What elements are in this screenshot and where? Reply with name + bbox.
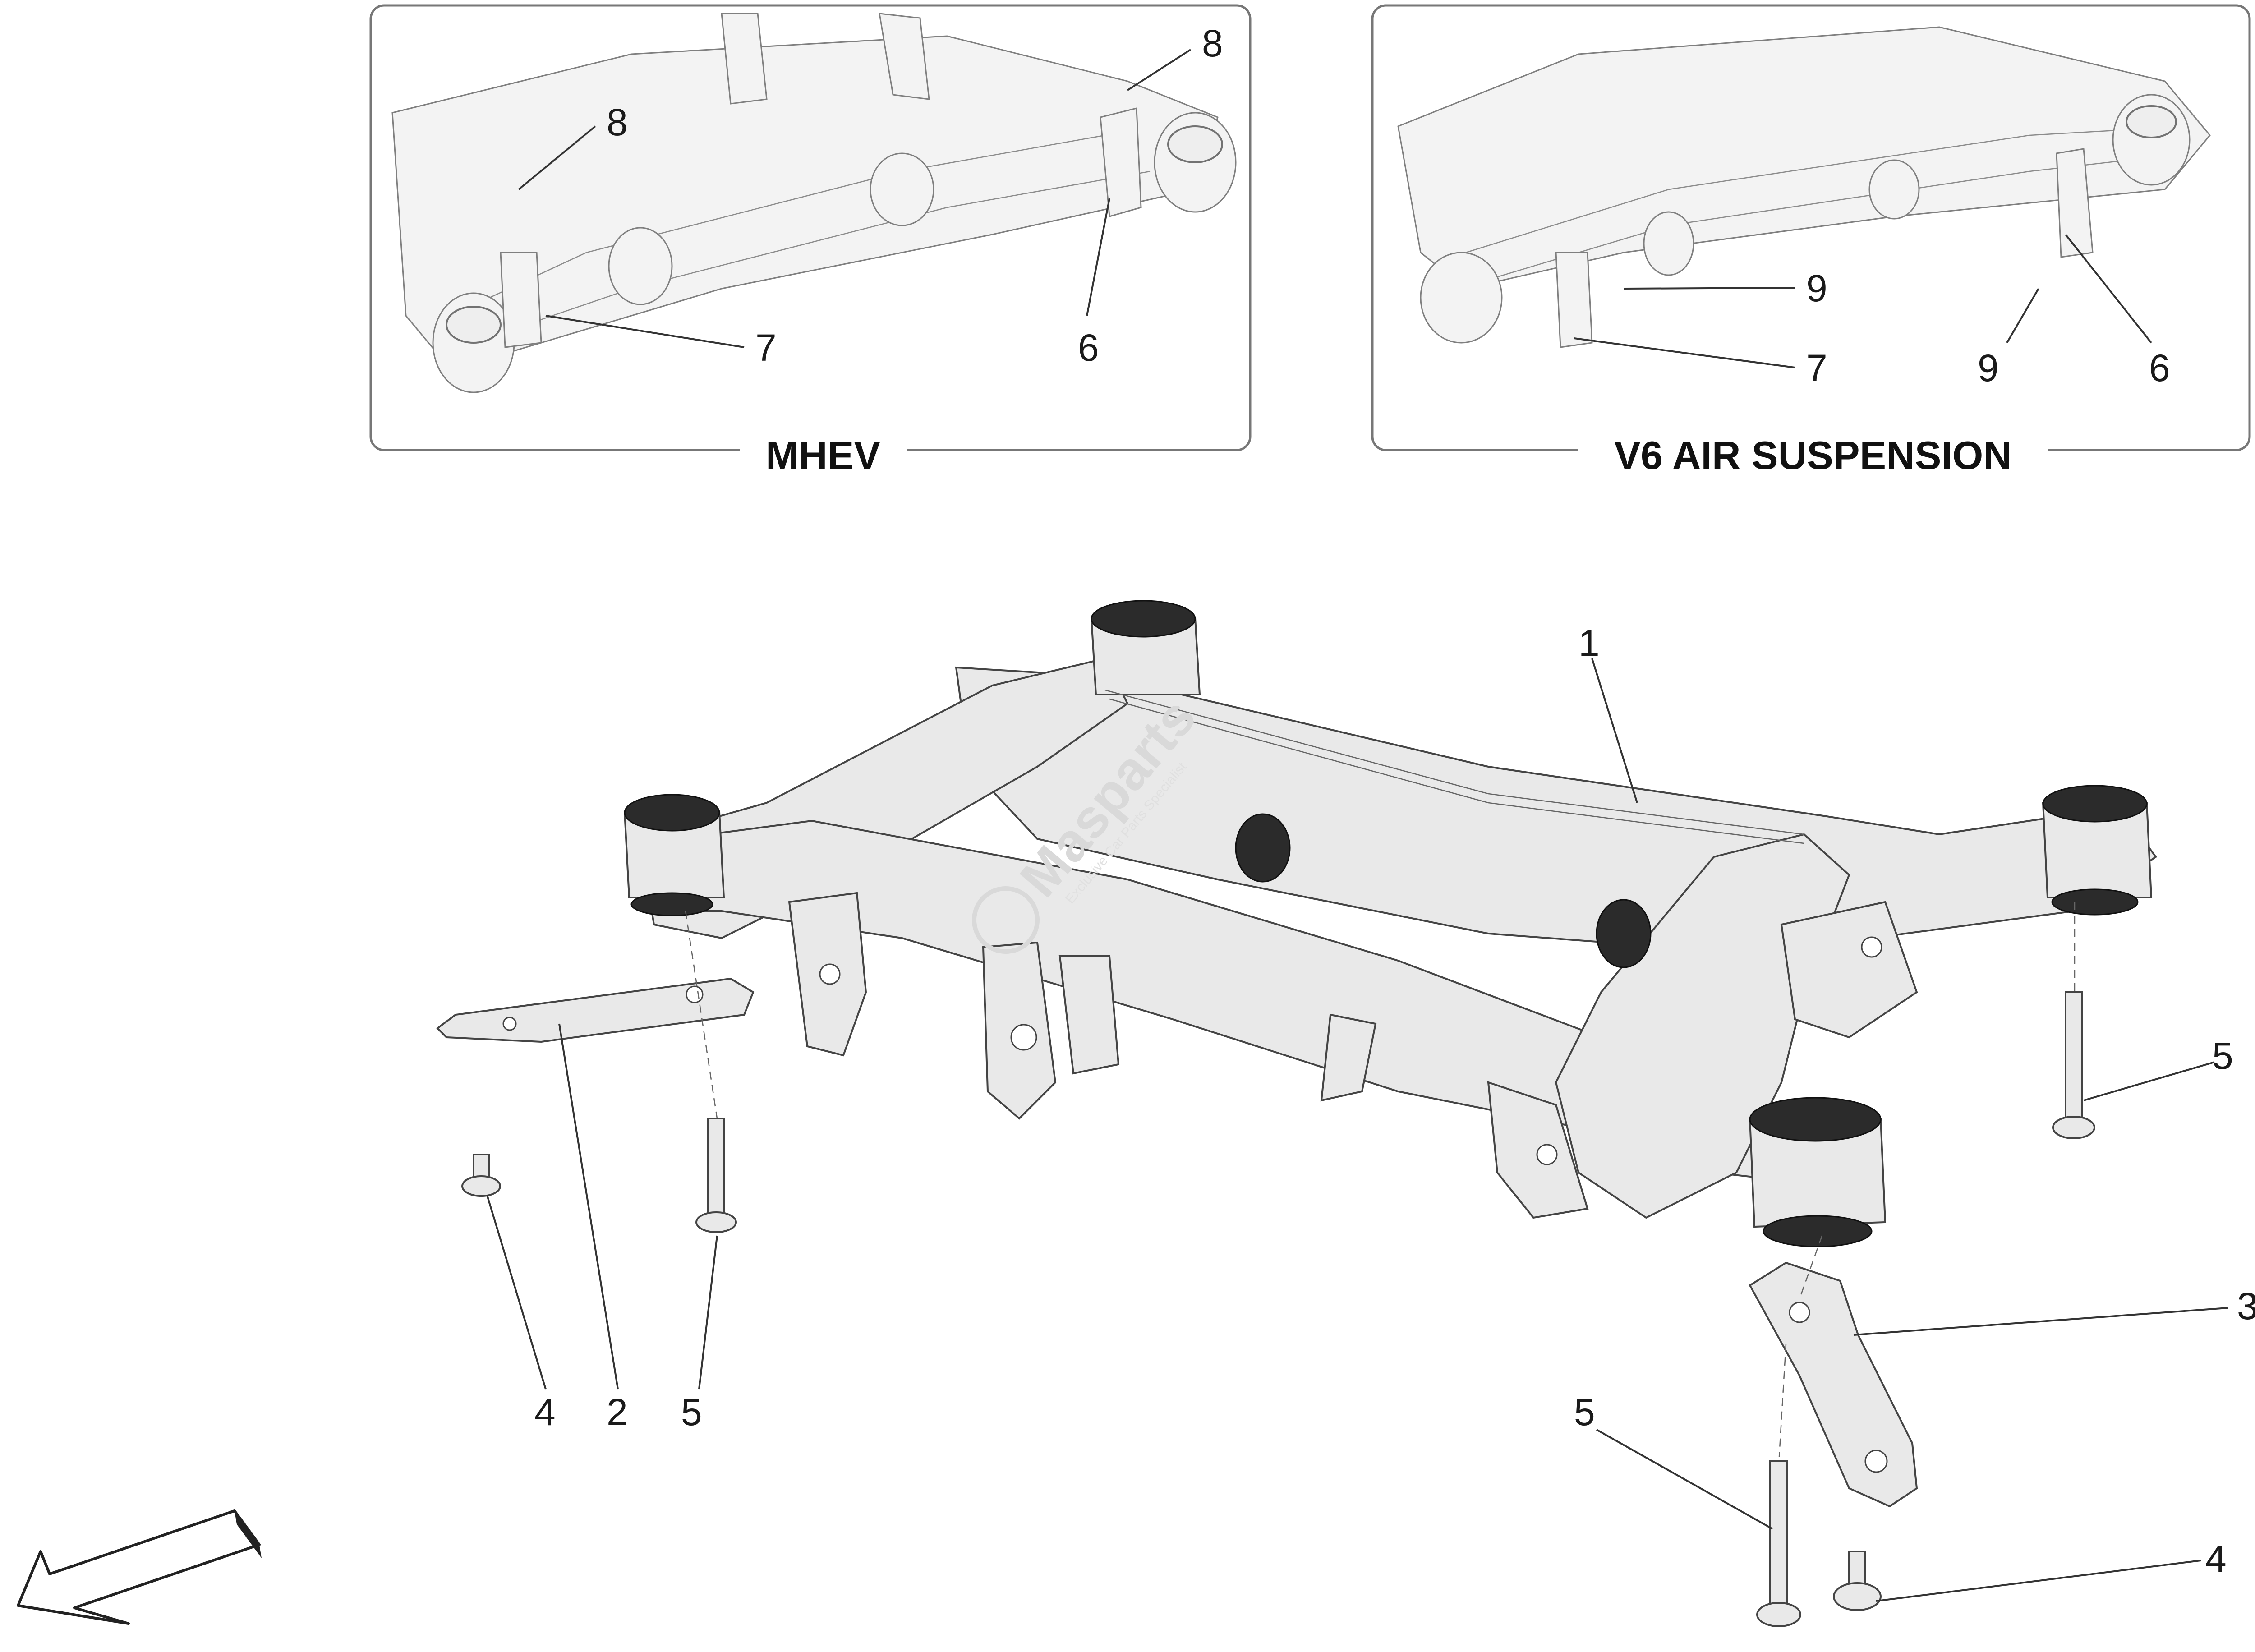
part-4-bolt	[461, 1154, 501, 1197]
callout-6: 6	[2149, 347, 2170, 389]
callout-5: 5	[681, 1391, 702, 1433]
inset-title-mhev: MHEV	[766, 433, 881, 478]
part-3-plate	[1749, 1261, 1918, 1508]
callout-7: 7	[1806, 347, 1827, 389]
subframe-bracket	[1058, 955, 1120, 1075]
callout-7: 7	[755, 327, 777, 369]
subframe-bracket	[1320, 1013, 1377, 1102]
corner-mount	[1749, 1097, 1887, 1247]
corner-mount	[623, 794, 725, 916]
subframe-right-member	[1555, 833, 1850, 1219]
callout-3: 3	[2237, 1285, 2255, 1327]
part-5-bolt	[695, 1118, 737, 1233]
callout-9: 9	[1806, 267, 1827, 309]
subframe-bracket	[1780, 901, 1918, 1039]
callout-9: 9	[1978, 347, 1999, 389]
part-5-bolt	[1756, 1460, 1801, 1627]
direction-arrow-icon	[17, 1509, 262, 1625]
callout-6: 6	[1078, 327, 1099, 369]
mhev-subframe-sketch	[391, 13, 1237, 393]
part-5-bolt	[2052, 991, 2095, 1139]
callout-5: 5	[1574, 1391, 1595, 1433]
part-4-bolt	[1833, 1551, 1882, 1611]
inset-mhev: 8 8 7 6 MHEV	[369, 4, 1252, 478]
rear-subframe-assembly	[623, 600, 2157, 1247]
callout-8: 8	[1202, 22, 1223, 64]
inner-bushing	[1235, 813, 1291, 883]
inset-title-v6-air-suspension: V6 AIR SUSPENSION	[1614, 433, 2012, 478]
callout-4: 4	[534, 1391, 556, 1433]
corner-mount	[1090, 600, 1201, 695]
callout-5: 5	[2212, 1035, 2233, 1077]
inset-v6-air-suspension: 9 9 7 6 V6 AIR SUSPENSION	[1371, 4, 2251, 478]
part-2-plate	[436, 977, 755, 1043]
callout-2: 2	[607, 1391, 628, 1433]
v6-subframe-sketch	[1397, 26, 2211, 348]
inner-bushing	[1596, 899, 1652, 968]
callout-8: 8	[607, 101, 628, 143]
callout-1: 1	[1578, 622, 1600, 664]
callout-4: 4	[2205, 1537, 2227, 1580]
corner-mount	[2042, 785, 2153, 916]
subframe-rear-crossmember	[955, 666, 2157, 966]
